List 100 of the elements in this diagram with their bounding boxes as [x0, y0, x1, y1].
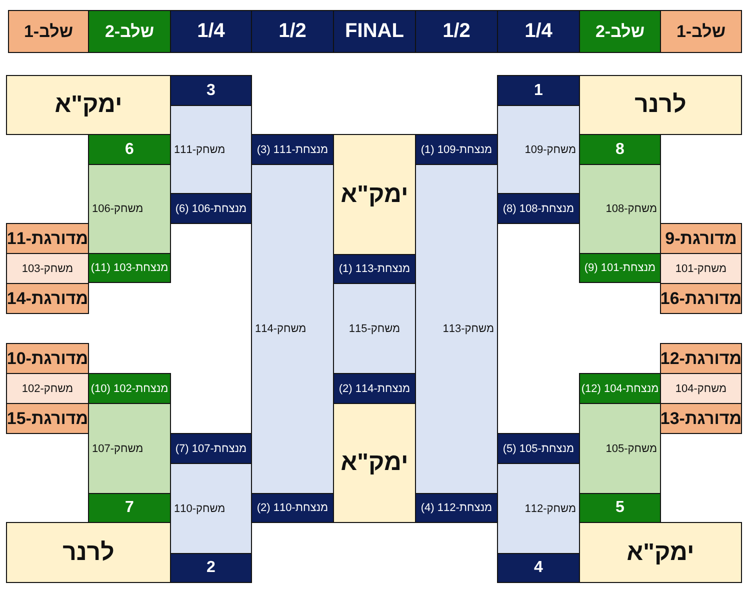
winner-box: [579, 253, 661, 283]
cell-label: מדורגת-15: [6, 408, 88, 428]
cell-label: FINAL: [345, 20, 404, 43]
round-header: [497, 10, 580, 53]
winner-box: [415, 134, 498, 165]
ranked-team-box: [660, 403, 742, 434]
cell-label: 1/2: [442, 20, 470, 43]
cell-label: משחק-107: [92, 442, 144, 454]
cell-label: 1/4: [524, 20, 552, 43]
cell-label: מדורגת-10: [6, 348, 88, 368]
cell-label: שלב-2: [595, 22, 645, 42]
match-box: [6, 253, 89, 284]
seed-box: [497, 553, 580, 583]
cell-label: שלב-2: [104, 22, 154, 42]
seed-box: [88, 493, 171, 523]
seed-box: [88, 134, 171, 165]
cell-label: מנצחת-106 (6): [175, 202, 247, 214]
stage-header: [660, 10, 742, 53]
match-box: [170, 105, 252, 194]
cell-label: מנצחת-104 (12): [581, 382, 659, 394]
round-header: [333, 10, 416, 53]
winner-box: [333, 254, 416, 284]
cell-label: לרנר: [634, 91, 686, 119]
cell-label: מנצחת-113 (1): [338, 263, 410, 275]
cell-label: מדורגת-13: [660, 408, 742, 428]
winner-box: [88, 373, 171, 404]
cell-label: ימק"א: [340, 180, 408, 208]
round-header: [170, 10, 252, 53]
ranked-team-box: [660, 223, 742, 254]
ranked-team-box: [6, 283, 89, 314]
cell-label: 5: [616, 499, 624, 517]
cell-label: ימק"א: [54, 91, 122, 119]
cell-label: 6: [125, 140, 134, 158]
cell-label: משחק-111: [174, 144, 226, 156]
cell-label: משחק-114: [255, 323, 306, 335]
match-box: [497, 105, 580, 194]
seed-box: [170, 553, 252, 583]
stage-header: [8, 10, 89, 53]
ranked-team-box: [660, 283, 742, 314]
cell-label: משחק-106: [92, 203, 144, 215]
cell-label: 8: [616, 140, 624, 158]
cell-label: מנצחת-114 (2): [338, 382, 410, 394]
cell-label: מנצחת-107 (7): [175, 442, 247, 454]
venue-box: [579, 522, 742, 583]
cell-label: מדורגת-16: [660, 288, 742, 308]
match-box: [660, 373, 742, 404]
cell-label: מנצחת-111 (3): [256, 144, 328, 156]
ranked-team-box: [6, 403, 89, 434]
cell-label: מנצחת-101 (9): [584, 262, 656, 274]
seed-box: [579, 134, 661, 165]
cell-label: משחק-105: [606, 442, 657, 454]
match-box: [497, 463, 580, 554]
venue-box: [333, 134, 416, 255]
round-header: [251, 10, 334, 53]
winner-box: [88, 253, 171, 283]
match-box: [579, 403, 661, 494]
winner-box: [170, 433, 252, 464]
cell-label: משחק-103: [22, 262, 74, 274]
match-box: [170, 463, 252, 554]
stage-header: [88, 10, 171, 53]
cell-label: משחק-102: [22, 382, 74, 394]
cell-label: משחק-112: [524, 502, 576, 514]
cell-label: מדורגת-11: [6, 228, 88, 248]
match-box: [415, 164, 498, 494]
venue-box: [579, 75, 742, 135]
match-box: [251, 164, 334, 494]
cell-label: 2: [206, 559, 216, 577]
stage-header: [579, 10, 661, 53]
cell-label: מדורגת-12: [660, 348, 742, 368]
winner-box: [579, 373, 661, 404]
cell-label: שלב-1: [676, 22, 726, 42]
cell-label: לרנר: [62, 538, 114, 566]
match-box: [660, 253, 742, 284]
cell-label: מנצחת-112 (4): [420, 502, 492, 514]
seed-box: [579, 493, 661, 523]
cell-label: מנצחת-108 (8): [502, 202, 574, 214]
cell-label: מנצחת-110 (2): [256, 502, 328, 514]
winner-box: [170, 193, 252, 224]
match-box: [333, 283, 416, 374]
winner-box: [497, 433, 580, 464]
cell-label: מנצחת-109 (1): [420, 144, 492, 156]
ranked-team-box: [6, 343, 89, 374]
ranked-team-box: [660, 343, 742, 374]
cell-label: 1/2: [278, 20, 306, 43]
winner-box: [497, 193, 580, 224]
winner-box: [333, 373, 416, 404]
cell-label: 7: [125, 499, 134, 517]
match-box: [88, 403, 171, 494]
cell-label: 1: [534, 82, 543, 100]
venue-box: [333, 403, 416, 523]
cell-label: משחק-110: [174, 502, 226, 514]
cell-label: שלב-1: [24, 22, 74, 42]
match-box: [88, 164, 171, 254]
winner-box: [251, 134, 334, 165]
winner-box: [415, 493, 498, 523]
seed-box: [170, 75, 252, 106]
cell-label: משחק-101: [675, 262, 727, 274]
cell-label: 4: [534, 559, 543, 577]
cell-label: משחק-113: [442, 323, 494, 335]
round-header: [415, 10, 498, 53]
